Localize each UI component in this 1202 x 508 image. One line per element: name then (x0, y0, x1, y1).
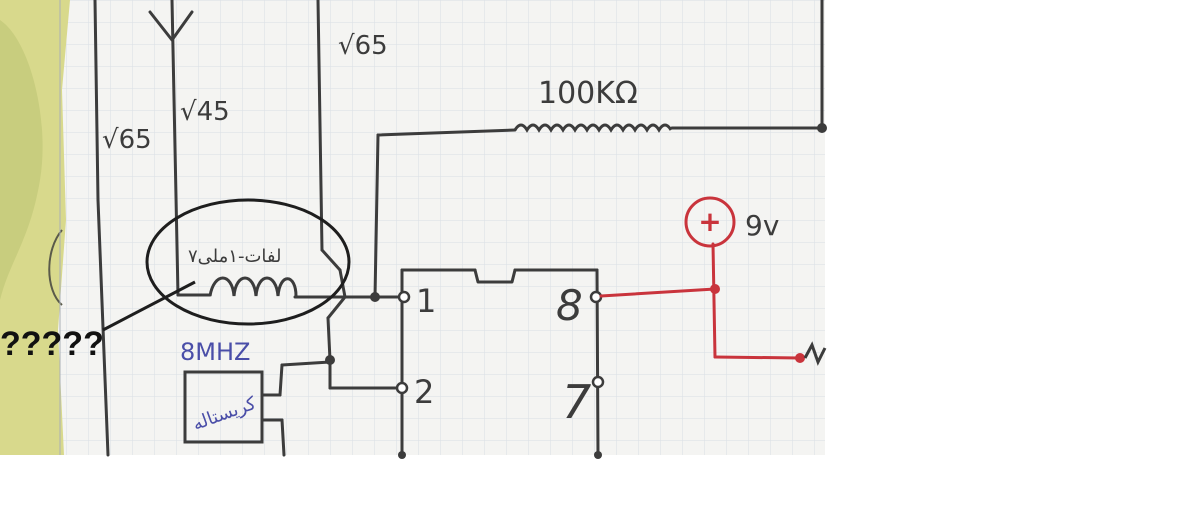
wire-label-left-inner: √45 (180, 97, 230, 127)
ic-pin2-label: 2 (414, 373, 434, 411)
arrow-down-icon (148, 10, 194, 42)
pin1-marker (397, 290, 411, 304)
coil-label: ۷لفات-۱ملی (188, 246, 281, 267)
crystal-frequency: 8MHZ (180, 338, 250, 366)
resistor-symbol (513, 123, 673, 133)
wire-left-outer-lower (96, 198, 110, 457)
supply-voltage: 9v (745, 209, 779, 242)
wire-pin1-down (326, 295, 347, 320)
junction-dot (325, 355, 335, 365)
annotation-question-text: ????? (0, 325, 104, 363)
wire-left-inner (170, 0, 180, 297)
wire-crystal-top-down (278, 363, 284, 397)
pin2-marker (395, 381, 409, 395)
wire-label-top-right: √65 (338, 31, 388, 61)
red-wires (599, 196, 802, 360)
junction-dot (817, 123, 827, 133)
wire-supply-right (713, 355, 802, 360)
wire-center-bend (320, 248, 342, 272)
wire-pin8-to-supply (599, 287, 717, 298)
wire-center-vertical (316, 0, 324, 252)
wire-right-cut (803, 341, 827, 366)
crystal-box (183, 370, 264, 444)
junction-dot (370, 292, 380, 302)
wire-up-to-resistor (373, 133, 380, 299)
pin7-marker (591, 375, 605, 389)
red-junction-dot (710, 284, 720, 294)
resistor-value: 100KΩ (538, 76, 638, 111)
wire-down-to-junction (326, 316, 332, 362)
ic-pin1-label: 1 (416, 282, 436, 320)
coil-highlight-ellipse (145, 198, 351, 326)
supply-circle (684, 196, 736, 248)
wire-supply-vertical (711, 242, 717, 359)
wire-label-left-outer: √65 (102, 125, 152, 155)
pin8-marker (589, 290, 603, 304)
black-wires (93, 0, 824, 457)
wire-resistor-left (376, 128, 517, 137)
junction-dot (398, 451, 406, 459)
ic-pin8-label: 8 (556, 281, 583, 330)
ic-notch (473, 268, 517, 284)
supply-plus-symbol: + (698, 205, 721, 238)
red-junction-dot (795, 353, 805, 363)
junction-dot (594, 451, 602, 459)
grid-paper (60, 0, 825, 455)
wire-to-crystal-top (280, 360, 332, 367)
annotation-pointer-line (102, 280, 196, 332)
background-edge-curve (48, 229, 63, 306)
background-leaf-shade (0, 20, 43, 300)
ic-pin7-label: 7 (562, 375, 591, 429)
wire-left-outer (93, 0, 100, 202)
wire-crystal-down (280, 418, 286, 457)
junction-dots (325, 123, 827, 459)
coil-symbol (208, 276, 298, 297)
